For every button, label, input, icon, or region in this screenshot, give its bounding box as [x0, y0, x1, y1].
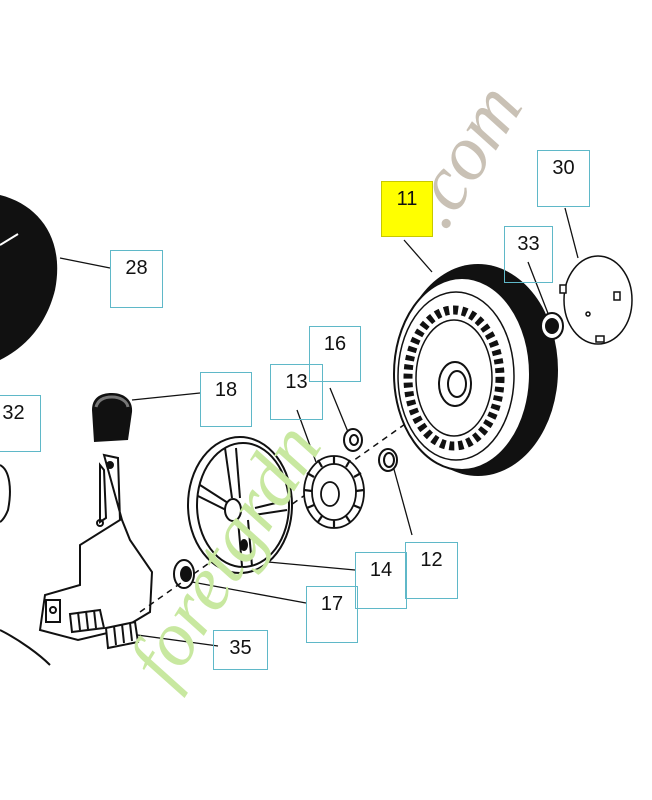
- part-number-33: 33: [517, 233, 540, 255]
- part-label-32: 32: [0, 395, 41, 452]
- leader-line-16: [329, 387, 349, 433]
- part-label-14: 14: [355, 552, 407, 609]
- part-35-bracket-drawing: [0, 453, 154, 666]
- part-number-16: 16: [323, 333, 347, 355]
- part-number-30: 30: [552, 157, 575, 179]
- part-33-bearing-drawing: [540, 312, 564, 340]
- part-label-12: 12: [405, 542, 458, 599]
- part-label-18: 18: [200, 372, 252, 427]
- part-label-35: 35: [213, 630, 268, 670]
- part-label-30: 30: [537, 150, 590, 207]
- part-label-13: 13: [270, 364, 323, 420]
- part-label-11: 11: [381, 181, 433, 237]
- part-12-ring-drawing: [378, 448, 398, 472]
- part-number-11: 11: [396, 188, 418, 210]
- leader-line-30: [564, 207, 579, 259]
- part-14-hubcap-drawing: [187, 436, 293, 574]
- leader-line-28: [59, 257, 111, 269]
- part-16-washer-drawing: [343, 428, 363, 452]
- part-17-bearing-drawing: [173, 559, 195, 589]
- leader-line-18: [131, 392, 201, 401]
- part-number-14: 14: [369, 559, 393, 581]
- part-number-18: 18: [214, 379, 238, 401]
- part-number-32: 32: [2, 402, 25, 424]
- part-number-13: 13: [285, 371, 308, 393]
- part-number-28: 28: [125, 257, 148, 279]
- leader-line-35: [129, 633, 219, 647]
- leader-line-12: [391, 461, 413, 536]
- part-32-fragment-drawing: [0, 464, 11, 523]
- part-30-cover-drawing: [559, 255, 633, 345]
- part-label-28: 28: [110, 250, 163, 308]
- part-number-12: 12: [420, 549, 443, 571]
- leader-line-14: [267, 561, 356, 571]
- part-18-cap-drawing: [92, 393, 133, 442]
- leader-line-11: [403, 239, 433, 273]
- part-13-gear-drawing: [303, 455, 365, 529]
- leader-line-33: [527, 261, 550, 317]
- part-number-17: 17: [320, 593, 344, 615]
- part-28-wheel-drawing: [0, 195, 58, 360]
- leader-line-13: [296, 409, 317, 463]
- part-label-33: 33: [504, 226, 553, 283]
- part-label-17: 17: [306, 586, 358, 643]
- part-number-35: 35: [229, 637, 252, 659]
- leader-line-17: [191, 581, 307, 604]
- part-11-wheel-drawing: [393, 264, 558, 476]
- part-label-16: 16: [309, 326, 361, 382]
